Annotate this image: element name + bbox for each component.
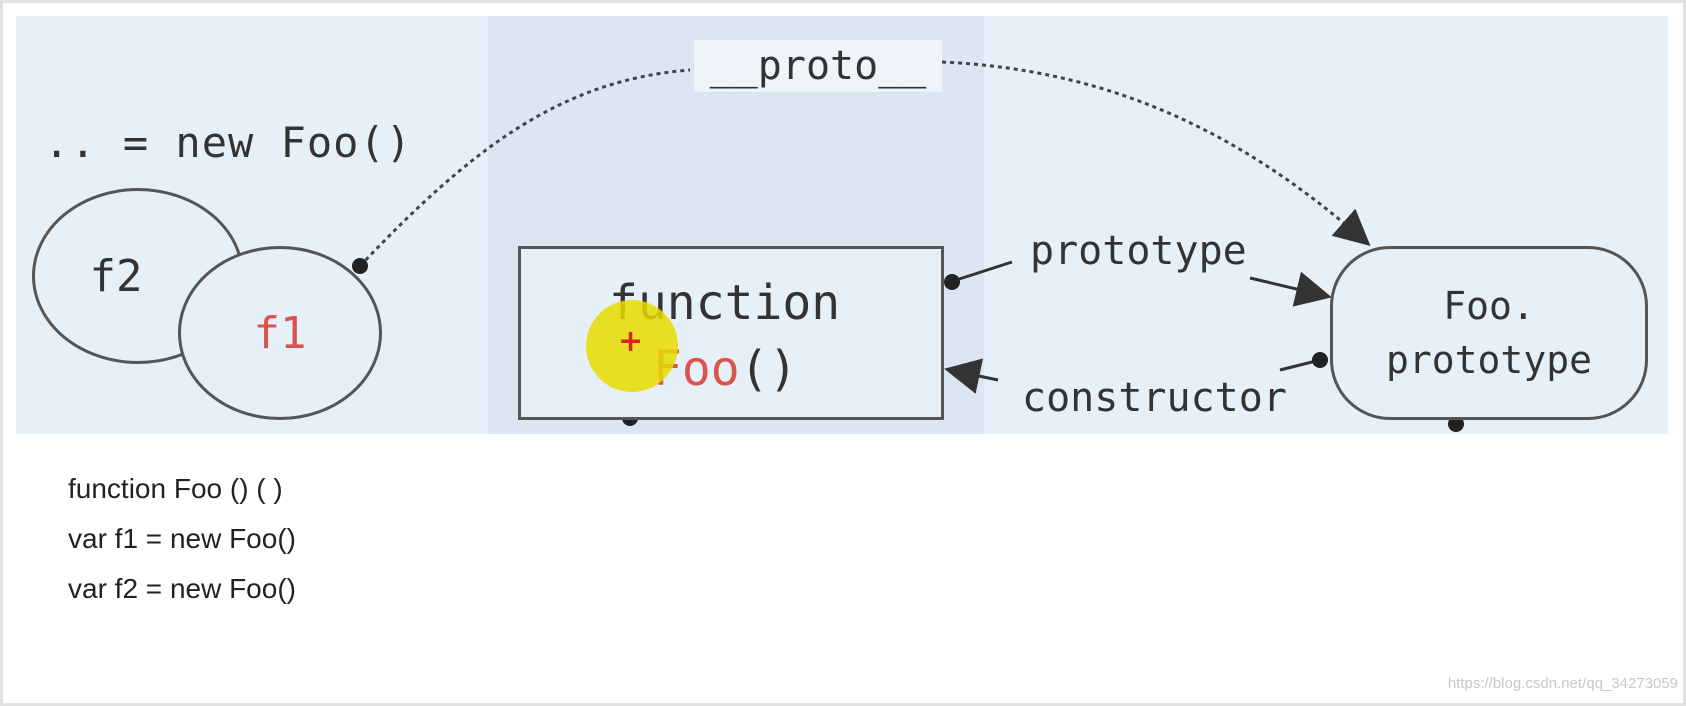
prototype-link-a (949, 260, 1013, 284)
prototype-label: prototype (1024, 228, 1253, 274)
f2-label: f2 (89, 250, 143, 302)
code-line: var f1 = new Foo() (68, 523, 296, 554)
constructor-link-b (944, 358, 999, 394)
f1-proto-dot (352, 258, 368, 274)
proto-label: __proto__ (694, 40, 942, 92)
prototype-link-b (1249, 271, 1332, 307)
new-foo-expression: .. = new Foo() (44, 118, 413, 167)
function-parens: () (739, 341, 798, 397)
proto-link-right (941, 60, 1371, 246)
code-line: var f2 = new Foo() (68, 573, 296, 604)
f1-node: f1 (178, 246, 382, 420)
constructor-label: constructor (1016, 375, 1293, 421)
foo-prototype-line1: Foo. (1443, 284, 1535, 328)
foo-prototype-node: Foo. prototype (1330, 246, 1648, 420)
f1-label: f1 (253, 307, 307, 359)
foo-proto-bottom-dot (1448, 416, 1464, 432)
code-snippet: function Foo () ( ) var f1 = new Foo() v… (68, 464, 296, 614)
prototype-dot (944, 274, 960, 290)
constructor-dot (1312, 352, 1328, 368)
proto-link-left (358, 68, 691, 268)
code-line: function Foo () ( ) (68, 473, 283, 504)
foo-function-node: function Foo() (518, 246, 944, 420)
cursor-crosshair-icon: + (618, 324, 644, 359)
function-signature: Foo() (653, 341, 798, 397)
foo-prototype-line2: prototype (1386, 338, 1592, 382)
watermark: https://blog.csdn.net/qq_34273059 (1447, 675, 1678, 692)
cursor-highlight-icon (586, 300, 678, 392)
